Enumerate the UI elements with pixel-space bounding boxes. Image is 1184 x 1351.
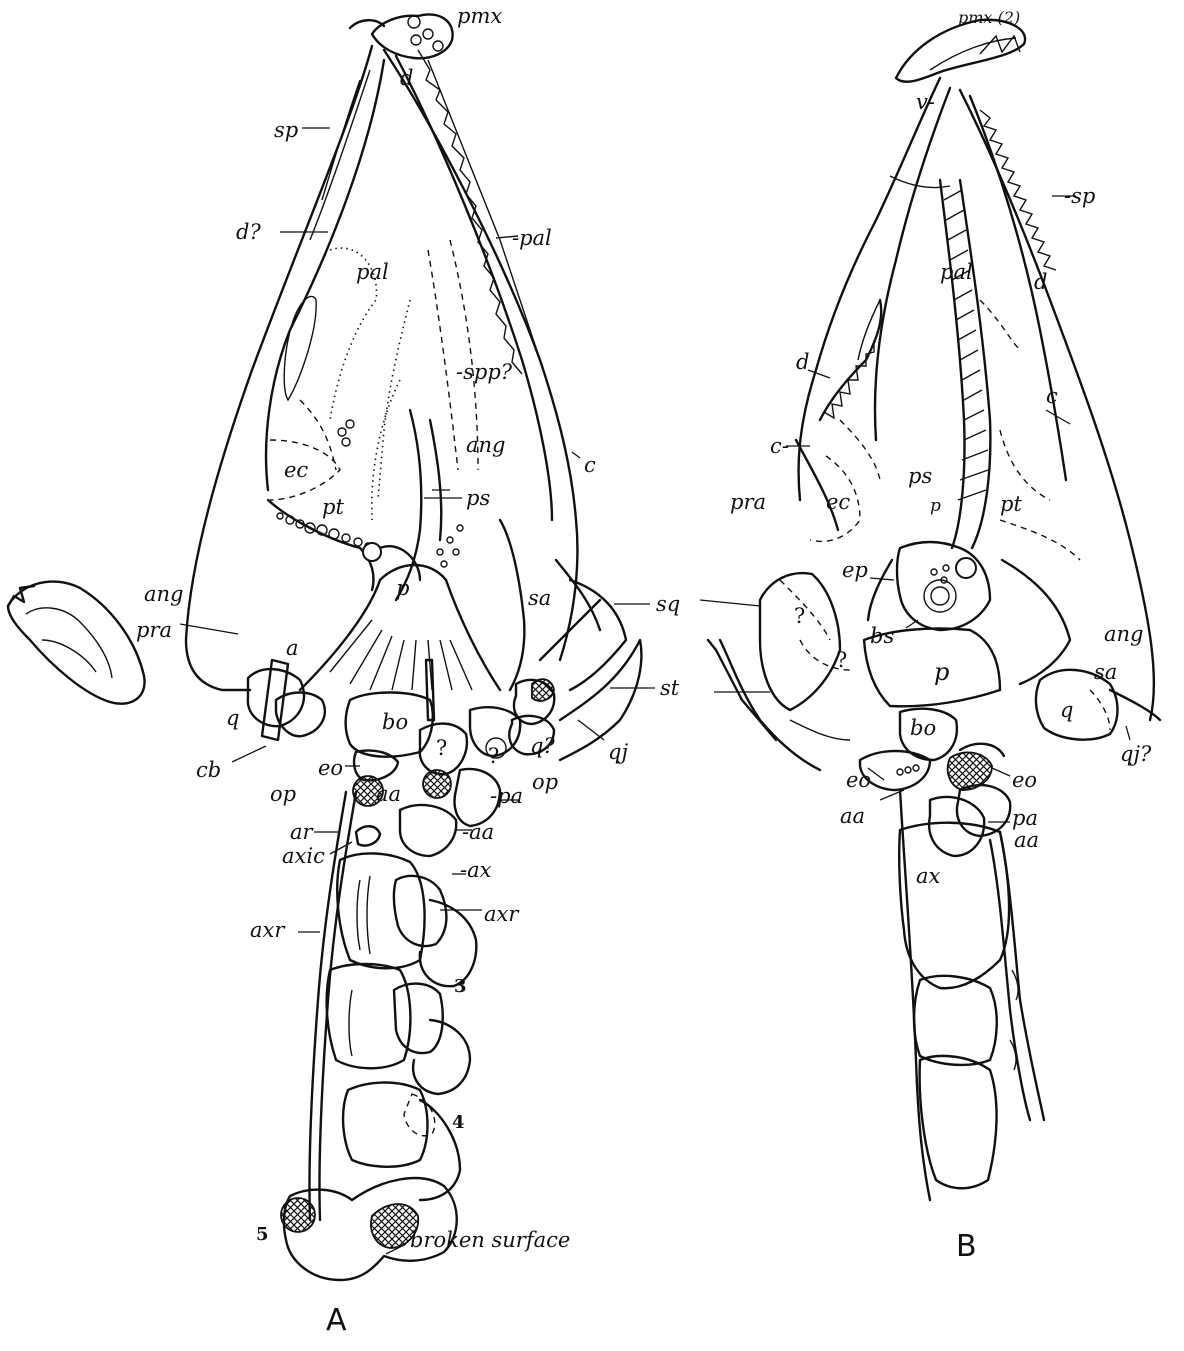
label-b-pal: pal xyxy=(940,262,973,283)
label-b-question-1: ? xyxy=(794,606,805,627)
label-b-pmx: pmx (2) xyxy=(958,10,1020,26)
label-b-ep: ep xyxy=(842,560,868,581)
label-b-ps: ps xyxy=(908,466,932,487)
label-q: q xyxy=(226,708,239,729)
label-b-eo-right: eo xyxy=(1012,770,1037,791)
label-vertebra-5: 5 xyxy=(256,1226,269,1244)
label-question-1: ? xyxy=(436,738,447,759)
label-b-sa: sa xyxy=(1094,662,1117,683)
label-b-eo-left: eo xyxy=(846,770,871,791)
label-p: p xyxy=(396,578,409,599)
label-a: a xyxy=(286,638,299,659)
label-b-question-2: ? xyxy=(836,650,847,671)
label-broken-surface: broken surface xyxy=(410,1230,570,1251)
label-b-p-small: p xyxy=(930,498,941,515)
label-b-c: c xyxy=(1046,386,1058,407)
label-d: d xyxy=(400,68,413,89)
label-pra: pra xyxy=(136,620,172,641)
label-pal: pal xyxy=(356,262,389,283)
label-pal-teeth: -pal xyxy=(512,228,552,249)
label-st: st xyxy=(660,678,679,699)
label-b-ax: ax xyxy=(916,866,940,887)
label-ec: ec xyxy=(284,460,308,481)
label-b-pa: pa xyxy=(1012,808,1038,829)
panel-a-letter: A xyxy=(326,1306,347,1336)
label-aa-hatched: aa xyxy=(376,784,401,805)
label-b-bs: bs xyxy=(870,626,894,647)
label-q-question: q? xyxy=(530,736,555,757)
label-b-d: d xyxy=(1034,272,1047,293)
label-op: op xyxy=(270,784,296,805)
label-b-c-left: c- xyxy=(770,436,789,457)
label-ang: ang xyxy=(466,435,506,456)
label-sq: sq xyxy=(656,594,680,615)
label-c: c xyxy=(584,455,596,476)
label-b-ang: ang xyxy=(1104,624,1144,645)
label-pa: -pa xyxy=(490,786,523,807)
label-b-ec: ec xyxy=(826,492,850,513)
label-spp: -spp? xyxy=(456,362,512,383)
label-b-qj: qj? xyxy=(1120,744,1151,765)
label-b-v: v- xyxy=(916,92,935,113)
label-b-p: p xyxy=(934,660,949,684)
panel-b-letter: B xyxy=(956,1232,977,1262)
panel-a-drawing xyxy=(8,14,655,1280)
label-b-d-left: d xyxy=(796,352,809,373)
label-ar: ar xyxy=(290,822,313,843)
label-cb: cb xyxy=(196,760,221,781)
label-b-pt: pt xyxy=(1000,494,1022,515)
label-axic: axic xyxy=(282,846,325,867)
label-b-sp: -sp xyxy=(1064,186,1095,207)
label-eo: eo xyxy=(318,758,343,779)
label-ax: -ax xyxy=(460,860,491,881)
label-qj: qj xyxy=(608,742,628,763)
label-axr-left: axr xyxy=(250,920,284,941)
label-axr-right: axr xyxy=(484,904,518,925)
label-sp: sp xyxy=(274,120,298,141)
label-vertebra-4: 4 xyxy=(452,1114,465,1132)
label-b-q: q xyxy=(1060,700,1073,721)
label-pt: pt xyxy=(322,497,344,518)
label-pmx: pmx xyxy=(457,6,502,27)
label-sa: sa xyxy=(528,588,551,609)
label-d-question: d? xyxy=(236,222,261,243)
label-b-pra: pra xyxy=(730,492,766,513)
label-vertebra-3: 3 xyxy=(454,978,467,996)
label-ang-left: ang xyxy=(144,584,184,605)
label-aa: -aa xyxy=(462,822,494,843)
label-b-bo: bo xyxy=(910,718,936,739)
label-bo: bo xyxy=(382,712,408,733)
label-b-aa-left: aa xyxy=(840,806,865,827)
label-op-right: op xyxy=(532,772,558,793)
label-ps: ps xyxy=(466,488,490,509)
label-b-aa-right: aa xyxy=(1014,830,1039,851)
label-question-2: ? xyxy=(488,746,499,767)
